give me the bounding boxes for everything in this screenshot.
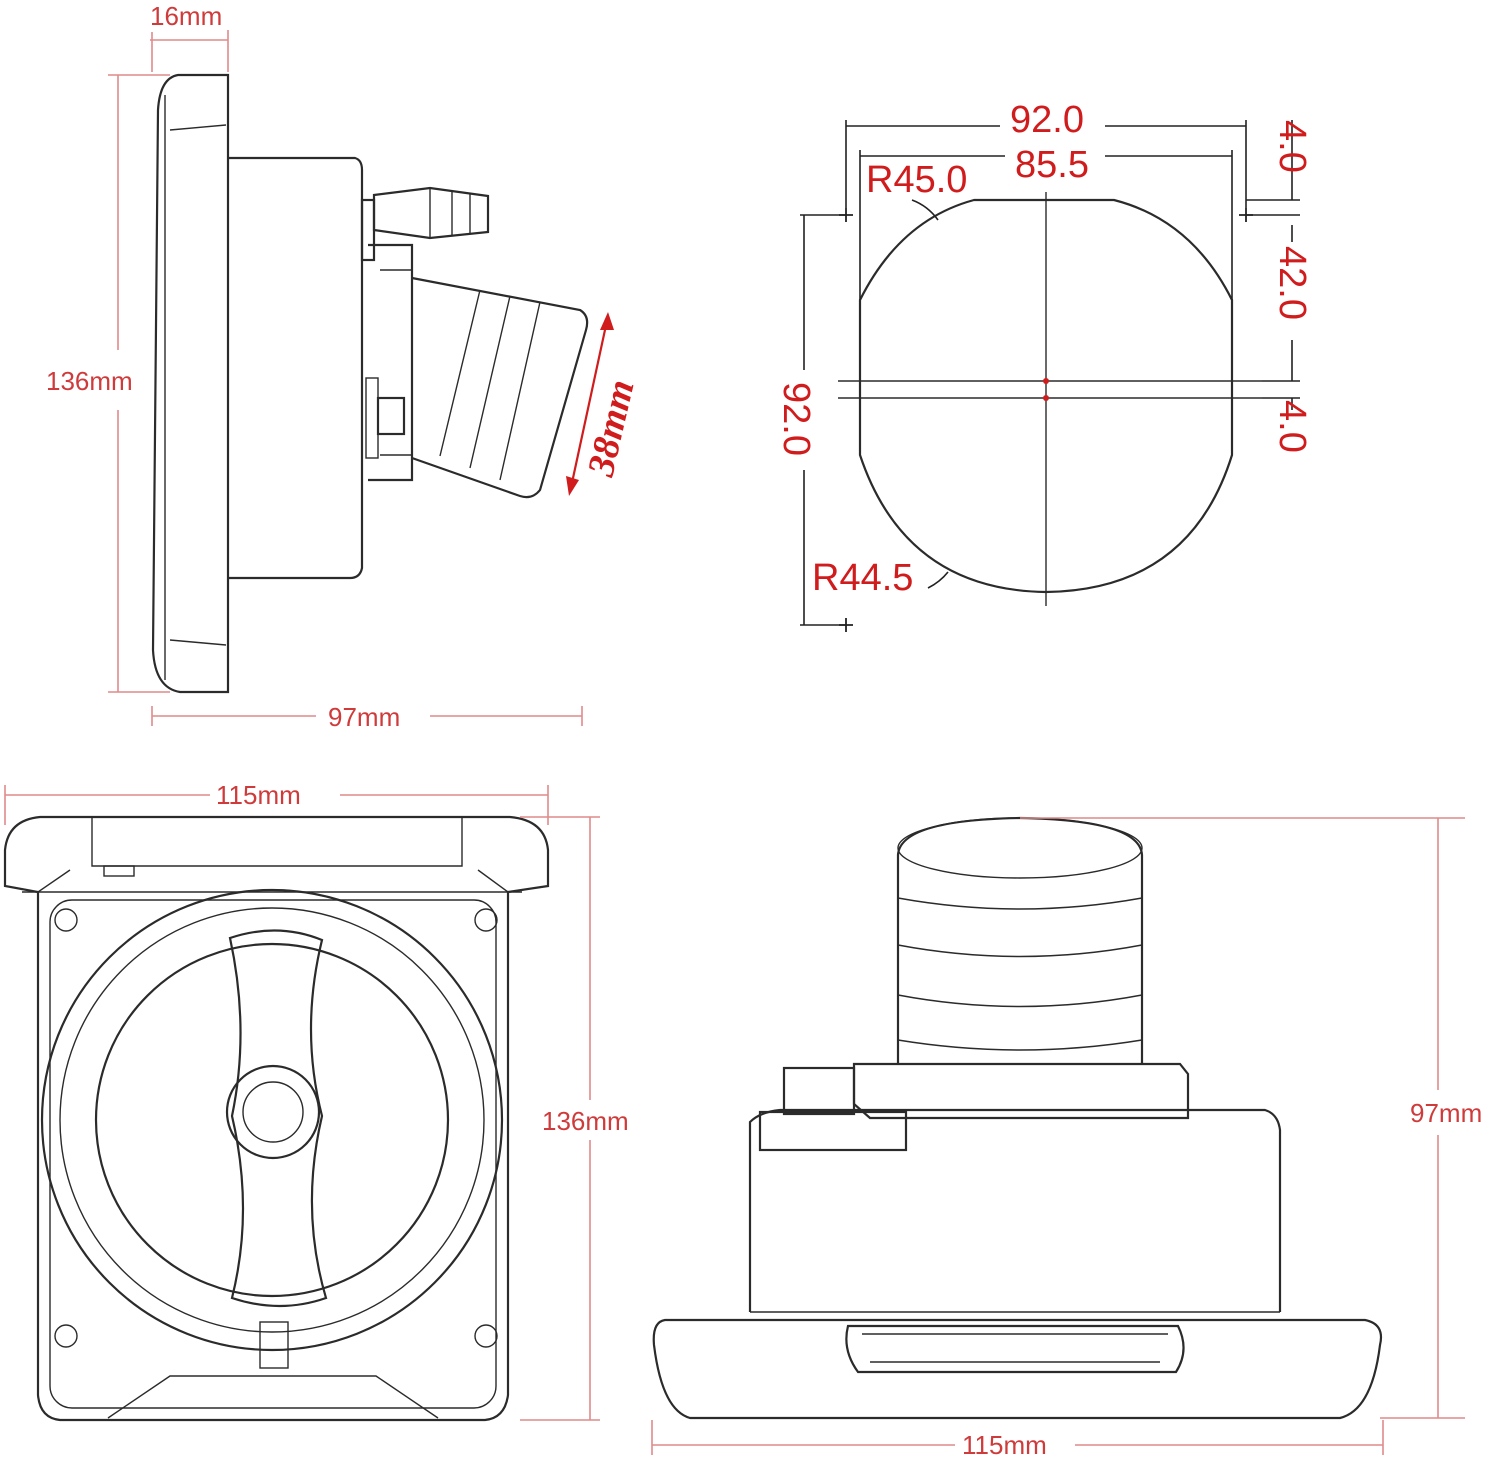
side-view-dimensions: 16mm 136mm 97mm 38mm bbox=[46, 1, 643, 732]
side-height-label: 136mm bbox=[46, 366, 133, 396]
front-view bbox=[3, 815, 550, 1422]
back-view-dimensions: 97mm 115mm bbox=[651, 817, 1482, 1460]
outer-width-label: 92.0 bbox=[1010, 99, 1084, 141]
offset-bottom-label: 4.0 bbox=[1271, 400, 1313, 453]
front-height-label: 136mm bbox=[542, 1106, 629, 1136]
inner-width-label: 85.5 bbox=[1015, 144, 1089, 186]
cutout-dimensions: 92.0 85.5 R45.0 R44.5 92.0 4.0 42.0 4.0 bbox=[775, 99, 1313, 626]
upper-height-label: 42.0 bbox=[1271, 246, 1313, 320]
offset-top-label: 4.0 bbox=[1271, 120, 1313, 173]
back-view bbox=[652, 816, 1383, 1420]
cutout-height-label: 92.0 bbox=[775, 382, 817, 456]
outlet-diameter-label: 38mm bbox=[580, 376, 643, 481]
back-width-label: 115mm bbox=[962, 1430, 1047, 1460]
bottom-radius-label: R44.5 bbox=[812, 557, 913, 599]
front-view-dimensions: 115mm 136mm bbox=[4, 780, 629, 1421]
side-depth-label: 97mm bbox=[328, 702, 400, 732]
front-width-label: 115mm bbox=[216, 780, 301, 810]
top-radius-label: R45.0 bbox=[866, 159, 967, 201]
back-height-label: 97mm bbox=[1410, 1098, 1482, 1128]
side-width-label: 16mm bbox=[150, 1, 222, 31]
side-view bbox=[151, 73, 589, 694]
